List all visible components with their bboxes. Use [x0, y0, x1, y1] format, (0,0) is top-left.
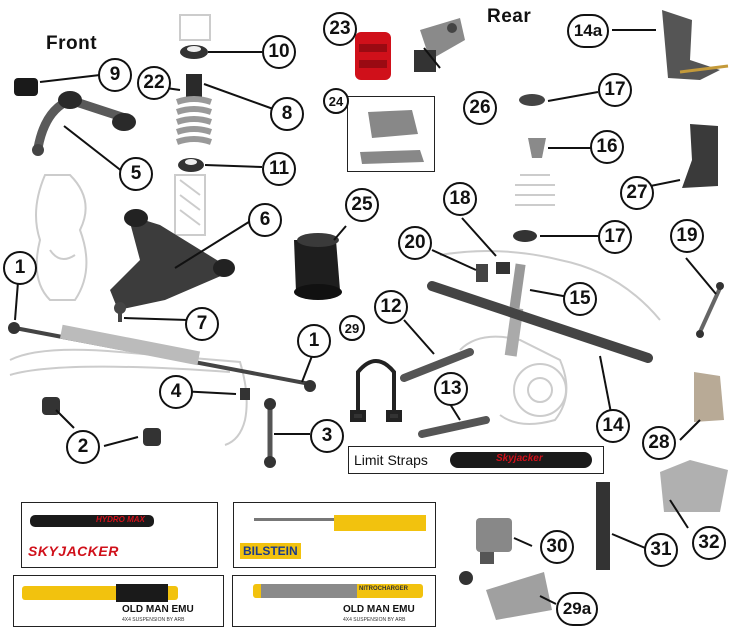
callout-30[interactable]: 30 — [540, 530, 574, 564]
ghost-outlines — [9, 14, 661, 446]
callout-11[interactable]: 11 — [262, 152, 296, 186]
skyjacker-box: HYDRO MAX SKYJACKER — [21, 502, 218, 568]
arm-13 — [418, 416, 490, 438]
callout-14a[interactable]: 14a — [567, 14, 609, 48]
callout-27[interactable]: 27 — [620, 176, 654, 210]
end-link-3 — [264, 398, 276, 468]
bracket-27 — [682, 124, 718, 188]
bump-stop-16 — [528, 138, 546, 158]
callout-9[interactable]: 9 — [98, 58, 132, 92]
bracket-28 — [694, 372, 724, 422]
bilstein-logo: BILSTEIN — [240, 543, 301, 559]
track-bar-14 — [427, 281, 653, 363]
callout-4[interactable]: 4 — [159, 375, 193, 409]
arm-12 — [400, 348, 474, 382]
spring-perch-32 — [660, 460, 728, 512]
callout-22[interactable]: 22 — [137, 66, 171, 100]
callout-13[interactable]: 13 — [434, 372, 468, 406]
bilstein-shock-body — [334, 515, 426, 531]
spring-seat-17a — [519, 94, 545, 106]
callout-16[interactable]: 16 — [590, 130, 624, 164]
callout-29[interactable]: 29 — [339, 315, 365, 341]
skyjacker-shock — [30, 515, 154, 527]
rear-heading: Rear — [487, 6, 532, 27]
sleeve-30 — [476, 518, 512, 552]
callout-18[interactable]: 18 — [443, 182, 477, 216]
shaft-31 — [596, 482, 610, 570]
callout-20[interactable]: 20 — [398, 226, 432, 260]
skyjacker-logo: SKYJACKER — [28, 543, 119, 559]
lower-control-arm — [110, 209, 235, 322]
joint-26 — [414, 18, 465, 72]
front-heading: Front — [46, 33, 98, 54]
limit-straps-box — [348, 446, 604, 474]
u-bolt-29 — [350, 359, 402, 422]
ome-logo-b-sub: 4X4 SUSPENSION BY ARB — [343, 617, 406, 623]
ome-box-a: OLD MAN EMU 4X4 SUSPENSION BY ARB — [13, 575, 224, 627]
callout-5[interactable]: 5 — [119, 157, 153, 191]
spring-seat-17b — [513, 230, 537, 242]
upper-control-arm — [32, 91, 136, 156]
end-link-4 — [240, 388, 250, 400]
callout-8[interactable]: 8 — [270, 97, 304, 131]
coil-strut-22 — [176, 74, 212, 145]
steering-rack — [8, 322, 316, 392]
red-bushing-23 — [355, 32, 391, 80]
callout-29a[interactable]: 29a — [556, 592, 598, 626]
callout-25[interactable]: 25 — [345, 188, 379, 222]
callout-10[interactable]: 10 — [262, 35, 296, 69]
callout-31[interactable]: 31 — [644, 533, 678, 567]
callout-24[interactable]: 24 — [323, 88, 349, 114]
bracket-14a — [662, 10, 729, 80]
callout-3[interactable]: 3 — [310, 419, 344, 453]
callout-14[interactable]: 14 — [596, 409, 630, 443]
nut-29a — [459, 571, 473, 585]
callout-2[interactable]: 2 — [66, 430, 100, 464]
callout-28[interactable]: 28 — [642, 426, 676, 460]
ome-logo-a-sub: 4X4 SUSPENSION BY ARB — [122, 617, 185, 623]
leader-lines — [14, 29, 717, 605]
limit-straps-label: Limit Straps — [354, 452, 428, 468]
ome-shock-a-body — [116, 584, 168, 602]
callout-15[interactable]: 15 — [563, 282, 597, 316]
ome-logo-a: OLD MAN EMU — [122, 604, 194, 615]
ome-logo-b: OLD MAN EMU — [343, 604, 415, 615]
bushing-9 — [14, 78, 38, 96]
nut-29b — [480, 552, 494, 564]
plate-29a — [486, 572, 552, 620]
bilstein-box: BILSTEIN — [233, 502, 436, 568]
limit-strap-brand: Skyjacker — [496, 453, 543, 464]
callout-32[interactable]: 32 — [692, 526, 726, 560]
callout-12[interactable]: 12 — [374, 290, 408, 324]
bushing-2b — [143, 428, 161, 446]
ome-box-b: NITROCHARGER OLD MAN EMU 4X4 SUSPENSION … — [232, 575, 436, 627]
skyjacker-shock-label: HYDRO MAX — [96, 515, 145, 524]
callout-17-top[interactable]: 17 — [598, 73, 632, 107]
nitrocharger-shock-body — [261, 584, 357, 598]
nitrocharger-label: NITROCHARGER — [359, 586, 408, 592]
end-link-20 — [476, 264, 488, 282]
shim-kit-box — [347, 96, 435, 172]
callout-7[interactable]: 7 — [185, 307, 219, 341]
callout-1-left[interactable]: 1 — [3, 251, 37, 285]
bilstein-shock-rod — [254, 518, 350, 521]
callout-6[interactable]: 6 — [248, 203, 282, 237]
limit-strap-image: Skyjacker — [450, 452, 592, 468]
shims-24 — [360, 110, 424, 164]
callout-1-right[interactable]: 1 — [297, 324, 331, 358]
end-link-19 — [696, 282, 724, 338]
body-mount-25 — [294, 233, 342, 300]
callout-19[interactable]: 19 — [670, 219, 704, 253]
callout-17-bottom[interactable]: 17 — [598, 220, 632, 254]
callout-26[interactable]: 26 — [463, 91, 497, 125]
callout-23[interactable]: 23 — [323, 12, 357, 46]
sway-bushing-18 — [496, 262, 510, 274]
